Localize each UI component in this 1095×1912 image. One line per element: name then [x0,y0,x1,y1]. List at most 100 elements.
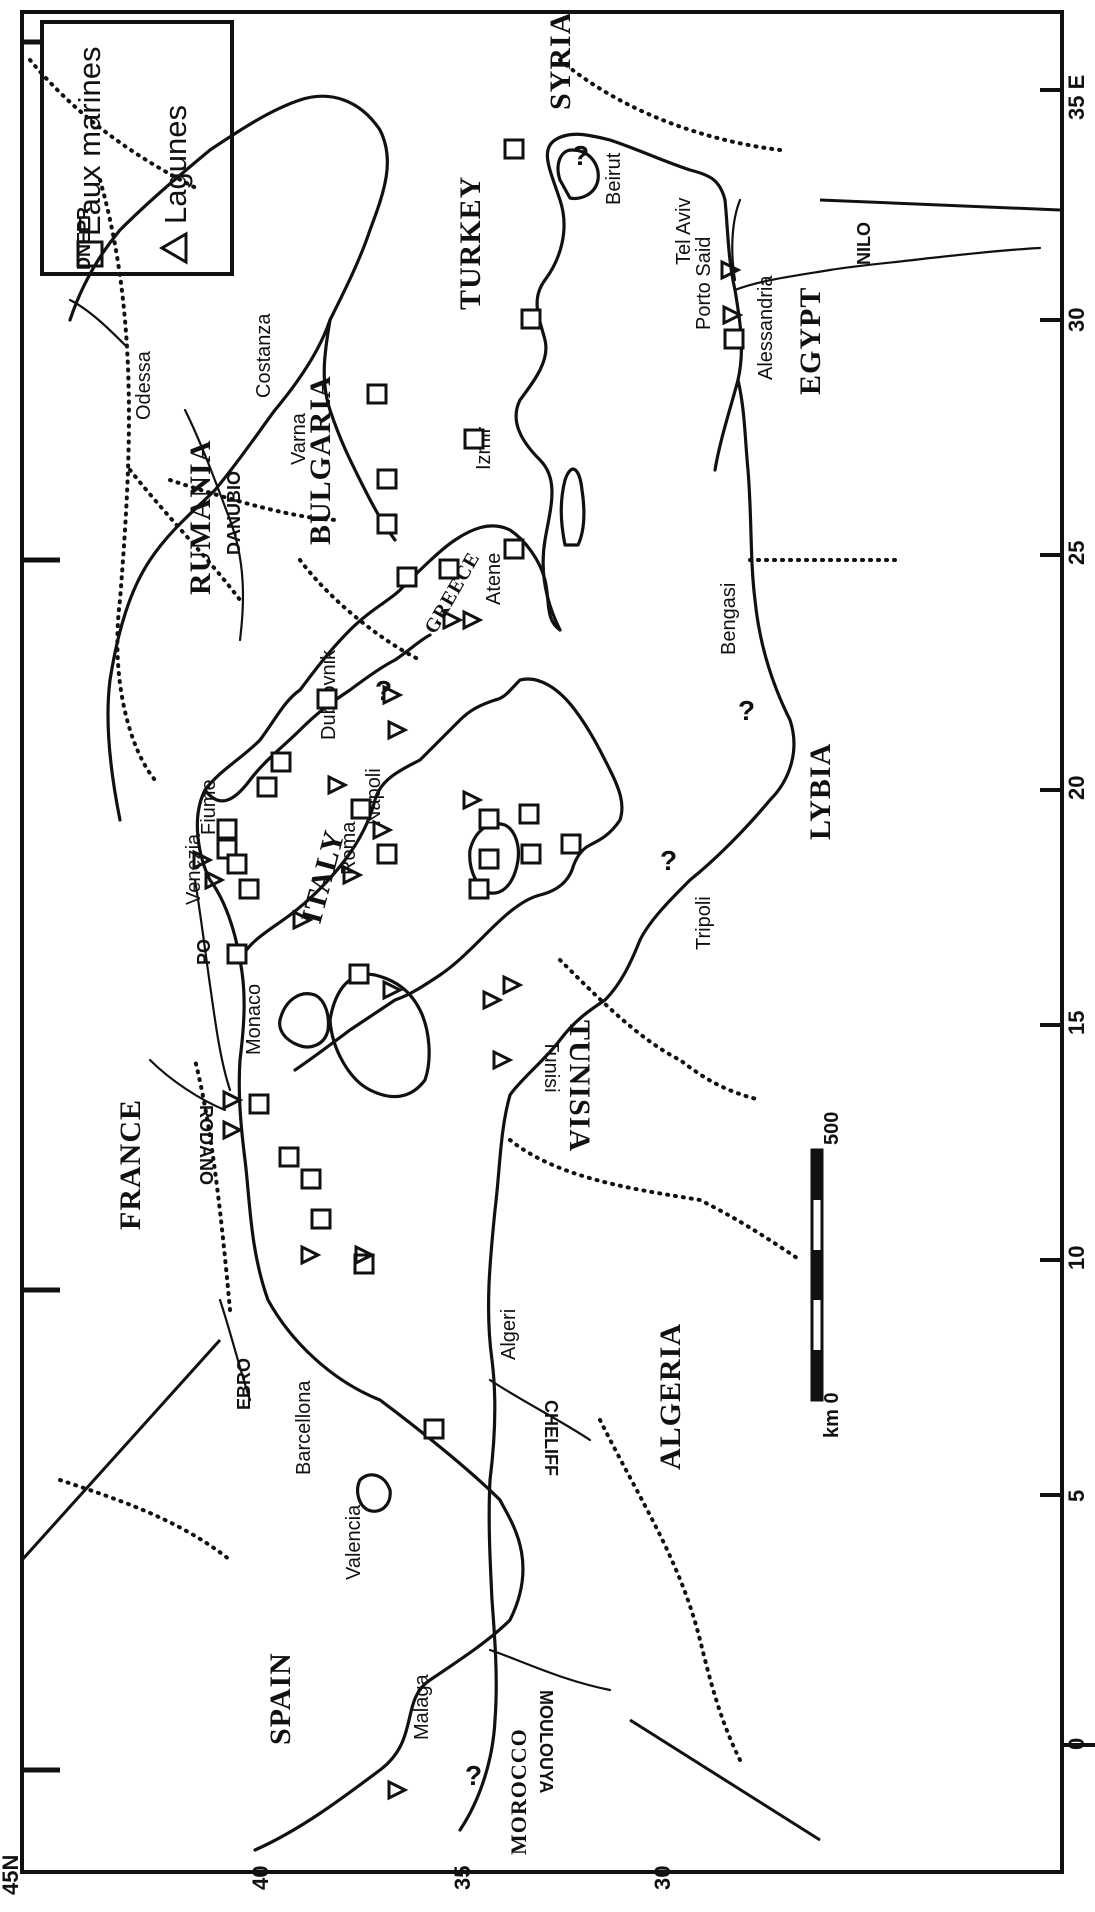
question-marker: ? [660,845,677,876]
marine-site-marker [723,328,745,350]
lagoon-site-marker [442,609,464,631]
marine-site-marker [226,943,248,965]
lagoon-site-marker [382,684,404,706]
lagoon-site-marker [720,259,742,281]
lagoon-site-marker [354,1244,376,1266]
country-label: SPAIN [264,1652,297,1745]
marine-site-marker [310,1208,332,1230]
lagoon-site-marker [502,974,524,996]
lagoon-site-marker [387,719,409,741]
longitude-axis: 0 5 10 15 20 25 30 35 E [1040,75,1095,1750]
lon-tick: 5 [1064,1490,1089,1502]
lon-tick: 30 [1064,308,1089,332]
marine-site-marker [503,138,525,160]
river-label: MOULOUYA [536,1690,556,1793]
river-label: NILO [854,222,874,265]
north-coast [195,524,562,1852]
country-label: LYBIA [804,743,837,840]
lon-tick: 0 [1064,1738,1089,1750]
lagoon-site-marker [492,1049,514,1071]
question-marker: ? [572,140,589,171]
country-label: EGYPT [794,287,827,395]
marine-site-marker [376,468,398,490]
marine-site-marker [503,538,525,560]
lagoon-site-marker [462,609,484,631]
river-label: EBRO [234,1358,254,1410]
marine-site-marker [256,776,278,798]
balearic-island [356,1473,392,1513]
adriatic-east-coast [203,633,432,803]
city-label: Barcellona [293,1380,315,1475]
river-label: DNEPR [74,207,94,270]
lat-tick: 30 [650,1866,675,1890]
country-label: BULGARIA [304,375,337,545]
river-label: RODANO [196,1105,216,1185]
lagoon-sites [192,259,744,1801]
lat-tick: 35 [450,1866,475,1890]
lagoon-site-marker [292,909,314,931]
marine-site-marker [348,963,370,985]
city-label: Valencia [343,1504,365,1580]
lagoon-site-marker [462,789,484,811]
marine-site-marker [376,843,398,865]
border-line [629,1718,821,1842]
city-label: Malaga [411,1674,433,1740]
marine-site-marker [278,1146,300,1168]
question-marker: ? [738,695,755,726]
lagoon-site-marker [387,1779,409,1801]
city-label: Algeri [498,1309,520,1360]
marine-site-marker [238,878,260,900]
marine-site-marker [438,558,460,580]
marine-sites [216,138,745,1440]
question-marker: ? [465,1760,482,1791]
map-frame [20,10,1064,1874]
lagoon-site-marker [382,979,404,1001]
question-marker: ? [375,675,392,706]
lagoon-site-marker [300,1244,322,1266]
lagoon-site-marker [342,864,364,886]
legend-label-lagoon: Lagunes [158,105,193,224]
city-label: Odessa [133,350,155,420]
border-line [819,198,1061,212]
scale-label-start: km 0 [821,1392,843,1438]
marine-site-marker [300,1168,322,1190]
country-label: TURKEY [454,176,487,310]
marine-site-marker [248,1093,270,1115]
city-label: Monaco [243,984,265,1055]
city-label: Porto Said [693,237,715,330]
marine-site-marker [270,751,292,773]
lagoon-site-marker [222,1119,244,1141]
country-label: ALGERIA [654,1323,687,1470]
country-labels: FRANCE SPAIN ITALY RUMANIA BULGARIA GREE… [114,12,837,1855]
lon-tick: 15 [1064,1011,1089,1035]
scale-label-end: 500 [821,1112,843,1145]
marine-site-marker [216,818,238,840]
legend-triangle-icon [159,231,188,265]
lagoon-site-marker [204,869,226,891]
river-lines [68,298,612,1692]
marine-site-marker [520,843,542,865]
scale-bar: km 0 500 [810,1112,843,1438]
lagoon-site-marker [192,849,214,871]
city-label: Tel Aviv [673,198,695,265]
city-label: Varna [288,412,310,465]
borders [28,58,902,1762]
country-label: SYRIA [544,12,577,110]
marine-site-marker [376,513,398,535]
black-sea-coast-south [322,318,397,542]
marine-site-marker [396,566,418,588]
river-labels: DNEPR DANUBIO PO RODANO EBRO CHELIFF MOU… [74,207,874,1793]
marine-site-marker [560,833,582,855]
marine-site-marker [423,1418,445,1440]
lat-tick: 40 [248,1866,273,1890]
lagoon-site-marker [222,1089,244,1111]
unknown-markers: ? ? ? ? ? [375,140,755,1791]
coastlines [68,94,1042,1852]
marine-site-marker [350,798,372,820]
country-label: MOROCCO [506,1728,531,1855]
country-label: FRANCE [114,1099,147,1230]
marine-site-marker [518,803,540,825]
nile-river [733,246,1042,292]
crete-island [559,467,586,547]
city-label: Alessandria [755,275,777,380]
